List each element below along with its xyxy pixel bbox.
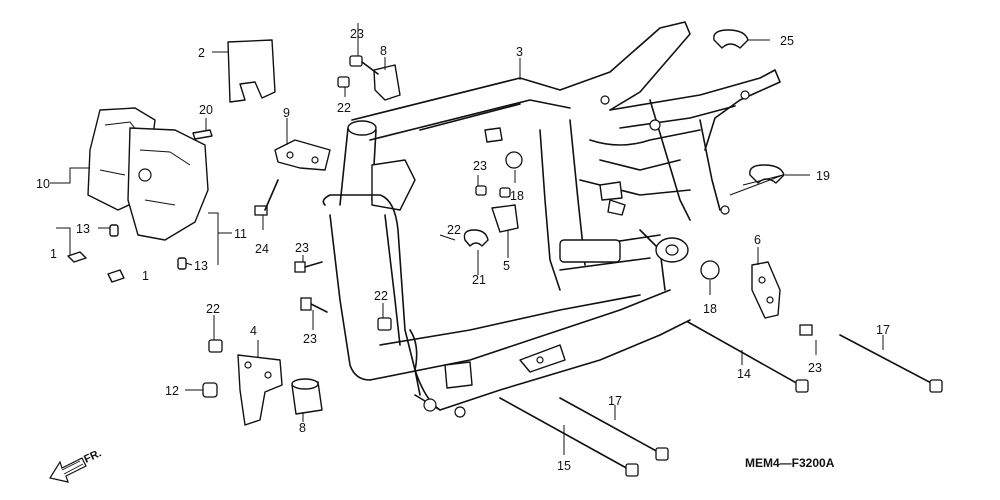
callout-23-lower: 23 (303, 332, 317, 346)
part-23-bolt-b (300, 297, 328, 313)
part-24-bolt (254, 179, 279, 216)
callout-4: 4 (250, 324, 257, 338)
callout-17: 17 (608, 394, 622, 408)
callout-25: 25 (780, 34, 794, 48)
callout-7: 9 (283, 106, 290, 120)
part-13-grommet-b (177, 257, 187, 270)
leader-lines (50, 23, 884, 455)
part-25-clamp (713, 29, 749, 49)
part-16-bolt (839, 334, 943, 393)
callout-24: 24 (255, 242, 269, 256)
callout-13-right: 13 (194, 259, 208, 273)
front-direction-arrow: FR. (49, 447, 103, 483)
callout-23-left: 23 (295, 241, 309, 255)
part-5-bracket (491, 204, 519, 233)
part-20-clip (192, 129, 213, 140)
callout-2: 2 (198, 46, 205, 60)
part-2-plate (227, 39, 276, 103)
callout-13-left: 13 (76, 222, 90, 236)
part-23-bolt-a (294, 261, 323, 273)
callout-23-top: 23 (350, 27, 364, 41)
callout-22-mid: 22 (447, 223, 461, 237)
part-22-nut-b (377, 317, 392, 331)
part-9-spacer (291, 378, 323, 415)
part-15-bolt (499, 397, 639, 477)
part-22-nut-a (208, 339, 223, 353)
diagram-code: MEM4—F3200A (745, 456, 835, 470)
callout-16: 17 (876, 323, 890, 337)
callout-6: 6 (754, 233, 761, 247)
callout-9: 8 (299, 421, 306, 435)
callout-labels: 2 3 25 20 9 8 23 22 10 13 1 1 13 11 24 2… (36, 27, 890, 473)
callout-18-right: 18 (703, 302, 717, 316)
callout-22-top: 22 (337, 101, 351, 115)
part-18-mount-b (700, 260, 720, 280)
callout-11: 11 (234, 227, 247, 241)
callout-20: 20 (199, 103, 213, 117)
part-4-bracket (237, 354, 283, 426)
callout-23-mid: 23 (473, 159, 487, 173)
callout-1-left: 1 (50, 247, 57, 261)
part-18-mount-a (505, 151, 523, 169)
callout-14: 14 (737, 367, 751, 381)
callout-8: 8 (380, 44, 387, 58)
part-14-bolt (687, 321, 809, 393)
part-1-clip-b (107, 269, 125, 283)
callout-10: 10 (36, 177, 50, 191)
callout-12: 12 (165, 384, 179, 398)
part-1-clip-a (67, 251, 87, 263)
callout-22-left: 22 (206, 302, 220, 316)
callout-19: 19 (816, 169, 830, 183)
part-23-bolt-c (799, 324, 813, 336)
part-19-clamp (749, 164, 785, 184)
part-7-bracket (274, 139, 331, 171)
front-label: FR. (82, 447, 103, 465)
part-13-grommet-a (109, 224, 119, 237)
part-12-nut (202, 382, 218, 398)
callout-23-right: 23 (808, 361, 822, 375)
callout-21: 21 (472, 273, 486, 287)
callout-1-right: 1 (142, 269, 149, 283)
callout-22-lower: 22 (374, 289, 388, 303)
callout-15: 15 (557, 459, 571, 473)
part-11-cover (127, 127, 209, 241)
part-17-bolt (559, 397, 669, 461)
part-21-clamp (463, 229, 489, 247)
callout-3: 3 (516, 45, 523, 59)
callout-18-mid: 18 (510, 189, 524, 203)
part-6-bracket (751, 261, 781, 319)
main-frame (322, 21, 781, 418)
callout-5: 5 (503, 259, 510, 273)
part-8-bracket (373, 64, 401, 101)
